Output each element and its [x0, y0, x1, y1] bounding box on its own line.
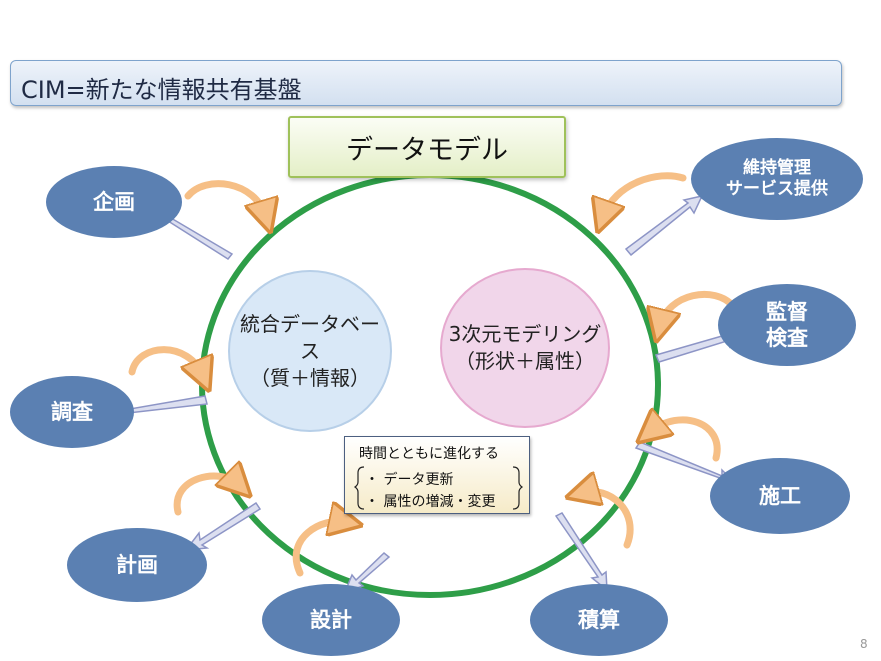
evolution-heading: 時間とともに進化する	[359, 446, 499, 462]
curved-arrow-maintenance	[603, 172, 687, 217]
evolution-item-2: ・ 属性の増減・変更	[365, 494, 496, 510]
phase-supervision: 監督 検査	[718, 284, 856, 366]
evolution-item-2-text: 属性の増減・変更	[383, 494, 496, 510]
phase-supervision-line-1: 監督	[766, 299, 808, 324]
phase-maintenance: 維持管理 サービス提供	[691, 138, 863, 220]
curved-arrow-construction	[650, 420, 721, 462]
curved-arrow-planning	[184, 180, 266, 217]
phase-planning-label: 企画	[93, 189, 135, 214]
data-model-label: データモデル	[346, 134, 508, 166]
phase-estimation: 積算	[530, 584, 668, 656]
phase-survey: 調査	[10, 376, 134, 448]
evolution-brackets	[353, 466, 524, 510]
phase-maintenance-line-2: サービス提供	[726, 179, 828, 199]
phase-plan: 計画	[67, 528, 207, 602]
phase-maintenance-line-1: 維持管理	[743, 157, 811, 178]
phase-design: 設計	[262, 584, 400, 656]
straight-arrows	[114, 194, 748, 594]
curved-arrow-plan	[173, 476, 239, 516]
arrow-to-estimation	[554, 512, 608, 592]
curved-arrow-estimation	[582, 492, 634, 549]
phase-planning: 企画	[46, 166, 182, 238]
curved-arrow-supervision	[660, 290, 737, 326]
integrated-db-line-2: ス	[300, 338, 320, 363]
integrated-db-line-1: 統合データベー	[240, 311, 380, 336]
curved-arrow-design	[292, 521, 346, 577]
integrated-database-circle: 統合データベー ス （質＋情報）	[228, 270, 392, 432]
phase-construction-label: 施工	[759, 483, 801, 508]
phase-plan-label: 計画	[116, 552, 158, 577]
phase-estimation-label: 積算	[578, 607, 620, 632]
page-title: CIM=新たな情報共有基盤	[21, 76, 302, 104]
curved-arrows	[128, 172, 737, 577]
arrow-to-plan	[184, 501, 262, 551]
evolution-item-1-text: データ更新	[383, 472, 454, 488]
phase-survey-label: 調査	[51, 399, 93, 424]
modeling-3d-circle: 3次元モデリング （形状＋属性）	[440, 268, 610, 428]
integrated-db-line-3: （質＋情報）	[250, 365, 370, 390]
phase-construction: 施工	[710, 458, 850, 534]
modeling-line-1: 3次元モデリング	[448, 322, 602, 346]
arrow-to-maintenance	[624, 194, 704, 257]
evolution-item-1: ・ データ更新	[365, 472, 454, 488]
curved-arrow-survey	[128, 346, 203, 376]
title-bar: CIM=新たな情報共有基盤	[10, 60, 842, 106]
phase-supervision-line-2: 検査	[766, 326, 808, 350]
data-model-box: データモデル	[288, 116, 566, 178]
modeling-line-2: （形状＋属性）	[454, 349, 595, 373]
phase-design-label: 設計	[310, 607, 352, 632]
page-number: 8	[860, 637, 868, 651]
evolution-box: 時間とともに進化する ・ データ更新 ・ 属性の増減・変更	[344, 436, 530, 514]
